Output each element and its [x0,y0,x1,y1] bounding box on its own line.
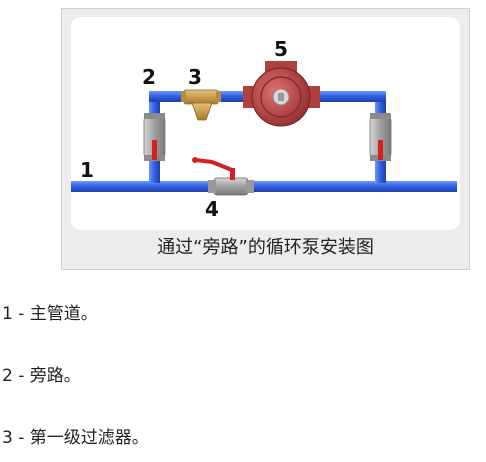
legend-number: 2 [2,366,13,386]
figure-frame: 1 2 3 4 5 通过“旁路”的循环泵安装图 [61,8,470,270]
right-check-valve [369,113,392,161]
legend-text: 旁路。 [29,366,81,386]
legend-separator: - [12,366,30,386]
legend-separator: - [12,428,30,448]
label-filter: 3 [188,65,202,89]
legend-item-filter: 3 - 第一级过滤器。 [2,426,149,450]
left-check-valve [143,113,166,161]
legend-number: 3 [2,428,13,448]
main-pipe [71,181,457,192]
circulation-pump [243,61,320,127]
filter [181,89,221,121]
ball-valve [192,157,254,196]
label-pump: 5 [274,37,288,61]
legend-separator: - [12,304,30,324]
legend-number: 1 [2,304,13,324]
label-bypass: 2 [142,65,156,89]
legend-item-bypass: 2 - 旁路。 [2,364,81,388]
figure-caption: 通过“旁路”的循环泵安装图 [157,237,374,258]
label-main-pipe: 1 [80,158,94,182]
label-valve: 4 [205,197,219,221]
diagram-panel: 1 2 3 4 5 [71,17,460,230]
legend-item-main-pipe: 1 - 主管道。 [2,302,98,326]
legend-text: 第一级过滤器。 [29,428,149,448]
legend-text: 主管道。 [29,304,98,324]
